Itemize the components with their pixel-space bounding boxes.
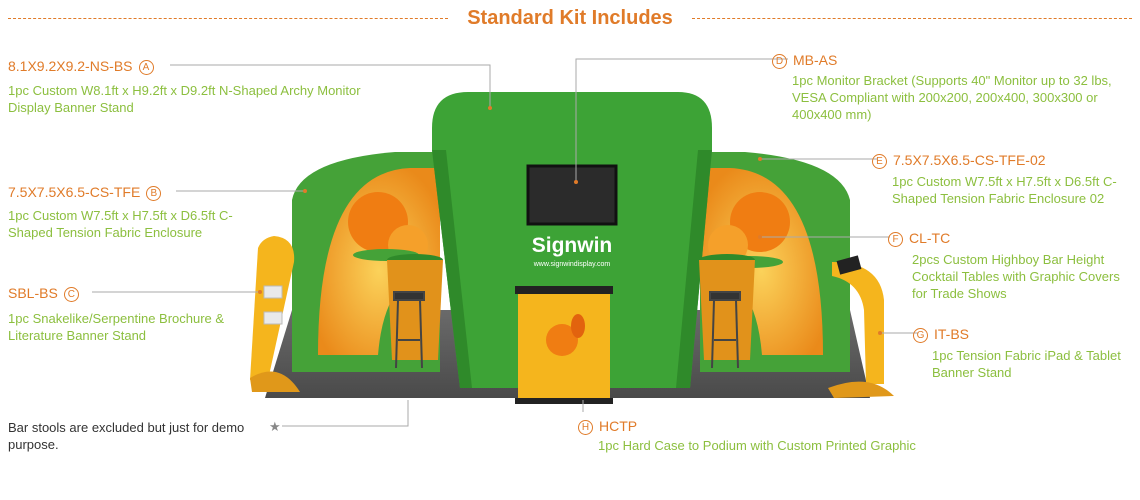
callout-dots (258, 106, 882, 335)
callout-lines (92, 58, 918, 427)
title-divider-right (692, 18, 1132, 19)
item-d-badge: D (772, 54, 787, 69)
item-e-description: 1pc Custom W7.5ft x H7.5ft x D6.5ft C-Sh… (892, 174, 1117, 206)
item-f-badge: F (888, 232, 903, 247)
ipad-tablet-stand (828, 255, 894, 398)
item-c-badge: C (63, 287, 79, 302)
item-h-badge: H (578, 420, 593, 435)
bar-stool-left (393, 291, 425, 369)
item-b-badge: B (146, 186, 162, 201)
cocktail-table-right (699, 254, 755, 360)
bar-stool-right (709, 291, 741, 369)
item-b-description: 1pc Custom W7.5ft x H7.5ft x D6.5ft C-Sh… (8, 208, 233, 240)
item-g-description: 1pc Tension Fabric iPad & Tablet Banner … (932, 348, 1121, 380)
item-e-badge: E (872, 154, 887, 169)
item-f-description: 2pcs Custom Highboy Bar Height Cocktail … (912, 252, 1120, 301)
hard-case-podium (515, 286, 613, 404)
brand-url-text: www.signwindisplay.com (533, 261, 611, 268)
title-divider-left (8, 18, 448, 19)
star-icon: ★ (269, 419, 281, 434)
item-a-description: 1pc Custom W8.1ft x H9.2ft x D9.2ft N-Sh… (8, 83, 361, 115)
monitor-screen (526, 164, 618, 226)
cocktail-table-left (387, 254, 443, 360)
section-header: Standard Kit Includes (0, 5, 1140, 31)
item-g-badge: G (913, 328, 928, 343)
brand-logo-text: Signwin (532, 234, 613, 257)
bar-stool-note: Bar stools are excluded but just for dem… (8, 420, 245, 452)
item-a-badge: A (138, 60, 154, 75)
n-shaped-monitor-stand (432, 92, 712, 388)
item-d-description: 1pc Monitor Bracket (Supports 40" Monito… (792, 73, 1112, 122)
item-c-description: 1pc Snakelike/Serpentine Brochure & Lite… (8, 311, 225, 343)
snakelike-brochure-stand (250, 236, 300, 392)
item-h-description: 1pc Hard Case to Podium with Custom Prin… (598, 438, 916, 453)
page-title: Standard Kit Includes (467, 7, 673, 29)
